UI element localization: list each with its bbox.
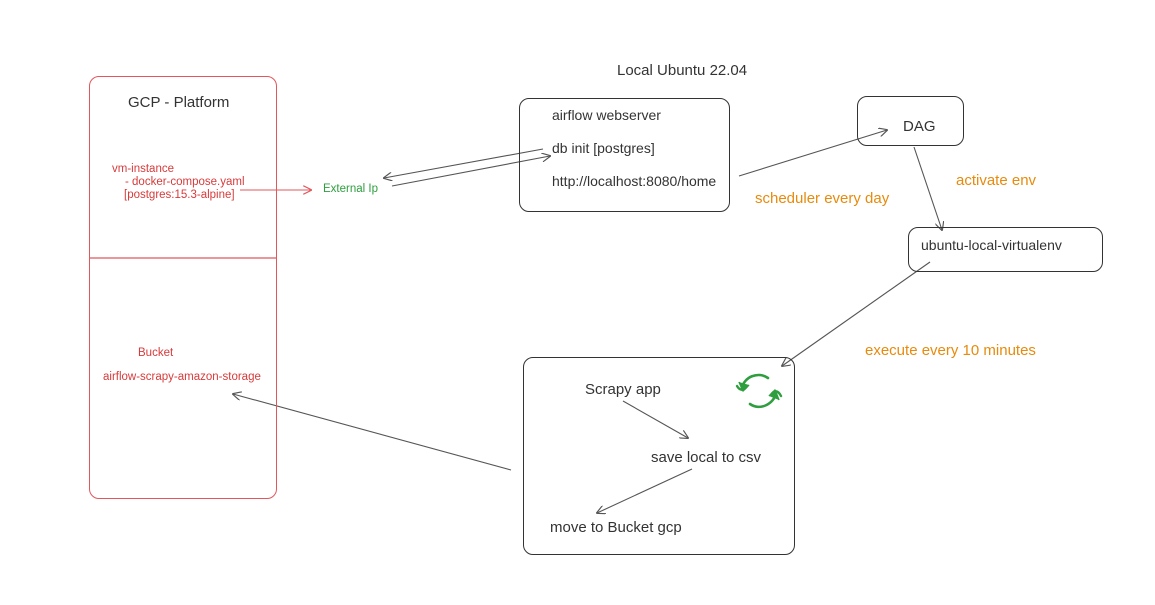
virtualenv-label: ubuntu-local-virtualenv: [921, 237, 1062, 253]
db-init-label: db init [postgres]: [552, 140, 655, 156]
scheduler-annotation: scheduler every day: [755, 190, 890, 207]
airflow-box: [519, 98, 730, 212]
dag-box: [857, 96, 964, 146]
scrapy-app-label: Scrapy app: [585, 381, 661, 398]
airflow-webserver-label: airflow webserver: [552, 107, 661, 123]
move-to-bucket-label: move to Bucket gcp: [550, 519, 682, 536]
vm-instance-label: vm-instance: [112, 163, 174, 175]
arrow-airflow-to-external-ip: [384, 148, 544, 178]
vm-instance-postgres: [postgres:15.3-alpine]: [124, 189, 235, 201]
arrow-scrapy-to-save: [622, 400, 688, 438]
execute-annotation: execute every 10 minutes: [865, 342, 1036, 359]
activate-env-annotation: activate env: [956, 172, 1037, 189]
arrow-dag-to-venv: [913, 146, 942, 230]
external-ip-label: External Ip: [323, 183, 378, 195]
arrow-scrapy-to-bucket: [233, 394, 512, 471]
diagram-title: Local Ubuntu 22.04: [617, 62, 748, 79]
localhost-url-label: http://localhost:8080/home: [552, 173, 717, 189]
gcp-platform-box: [89, 76, 277, 499]
dag-label: DAG: [903, 118, 936, 135]
bucket-name: airflow-scrapy-amazon-storage: [103, 371, 261, 383]
save-local-csv-label: save local to csv: [651, 449, 762, 466]
vm-instance-compose: - docker-compose.yaml: [125, 176, 245, 188]
gcp-platform-label: GCP - Platform: [128, 94, 230, 111]
arrow-save-to-move: [597, 468, 693, 513]
arrow-venv-to-scrapy: [782, 261, 931, 366]
scrapy-box: [523, 357, 795, 555]
virtualenv-box: [908, 227, 1103, 272]
refresh-cycle-icon: [735, 373, 783, 409]
bucket-label: Bucket: [138, 347, 174, 359]
arrow-external-ip-to-airflow: [391, 156, 550, 187]
